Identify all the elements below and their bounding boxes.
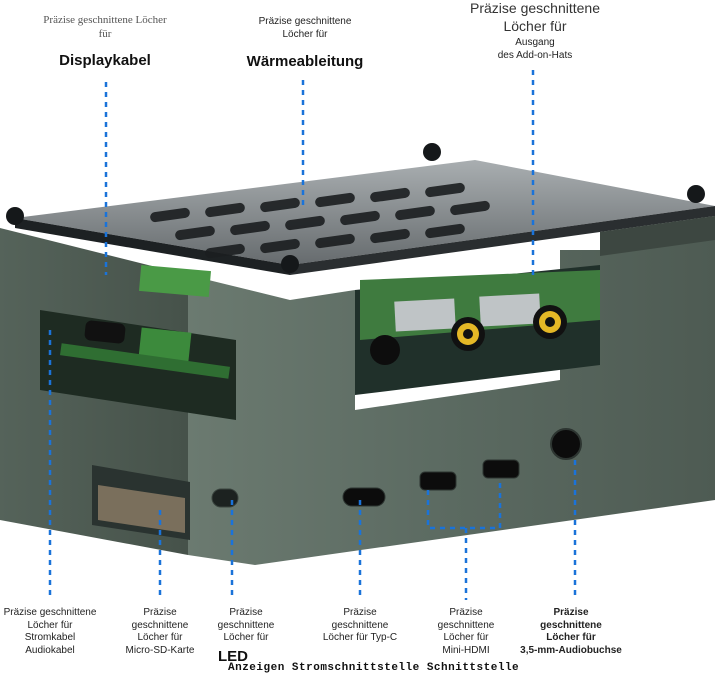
typec-port: [342, 487, 386, 507]
label-hdmi-l1: Präzise: [449, 607, 483, 618]
label-power-l4: Audiokabel: [25, 644, 75, 656]
label-power-l1: Präzise geschnittene: [3, 607, 97, 618]
label-audio-l3: Löcher für: [546, 632, 596, 643]
label-audio-l1: Präzise: [553, 607, 589, 618]
led-hole: [211, 488, 239, 508]
label-audio-jack: Präzise geschnittene Löcher für 3,5-mm-A…: [512, 607, 630, 657]
label-led-l3: Löcher für: [223, 632, 269, 643]
label-led-l2: geschnittene: [217, 619, 275, 631]
label-hdmi-l3: Löcher für: [443, 632, 489, 643]
label-led-title: LED: [218, 648, 248, 665]
label-addon-line1: Präzise geschnittene: [470, 0, 600, 16]
label-heat-title: Wärmeableitung: [246, 53, 364, 70]
label-audio-l2: geschnittene: [540, 619, 602, 631]
label-display-line1: Präzise geschnittene Löcher: [43, 14, 167, 26]
label-led-l1: Präzise: [229, 607, 263, 618]
label-typec-l3: Löcher für Typ-C: [322, 632, 398, 643]
label-display-cable: Präzise geschnittene Löcher für Displayk…: [20, 14, 190, 70]
hdmi-port-1: [419, 471, 457, 491]
footer-caption: Anzeigen Stromschnittstelle Schnittstell…: [228, 662, 520, 674]
label-heat-line2: Löcher für: [282, 28, 328, 40]
label-addon-line3: Ausgang: [515, 37, 555, 48]
label-sd-l2: geschnittene: [131, 619, 189, 631]
label-mini-hdmi: Präzise geschnittene Löcher für Mini-HDM…: [416, 607, 516, 657]
label-typec-l1: Präzise: [343, 607, 377, 618]
hdmi-port-2: [482, 459, 520, 479]
label-addon-line4: des Add-on-Hats: [497, 49, 573, 61]
label-power-l3: Stromkabel: [24, 632, 76, 643]
label-hdmi-l4: Mini-HDMI: [442, 644, 490, 656]
label-display-title: Displaykabel: [59, 51, 151, 69]
label-typec: Präzise geschnittene Löcher für Typ-C: [305, 607, 415, 645]
label-hdmi-l2: geschnittene: [437, 619, 495, 631]
label-micro-sd: Präzise geschnittene Löcher für Micro-SD…: [110, 607, 210, 657]
label-typec-l2: geschnittene: [331, 619, 389, 631]
vent-slots: [150, 182, 490, 259]
label-sd-l3: Löcher für: [137, 632, 183, 643]
label-addon-hat: Präzise geschnittene Löcher für Ausgang …: [445, 0, 625, 62]
label-sd-l1: Präzise: [143, 607, 177, 618]
label-display-line2: für: [98, 27, 112, 40]
audio-jack: [550, 428, 582, 460]
callout-lines: [48, 70, 577, 600]
label-audio-l4: 3,5-mm-Audiobuchse: [520, 644, 622, 656]
label-led: Präzise geschnittene Löcher für: [196, 607, 296, 645]
label-heat-line1: Präzise geschnittene: [258, 16, 352, 27]
label-power-l2: Löcher für: [27, 619, 73, 631]
label-power-audio: Präzise geschnittene Löcher für Stromkab…: [0, 607, 100, 657]
label-addon-line2: Löcher für: [503, 17, 567, 34]
label-heat-dissipation: Präzise geschnittene Löcher für Wärmeabl…: [225, 16, 385, 72]
label-sd-l4: Micro-SD-Karte: [125, 644, 195, 656]
